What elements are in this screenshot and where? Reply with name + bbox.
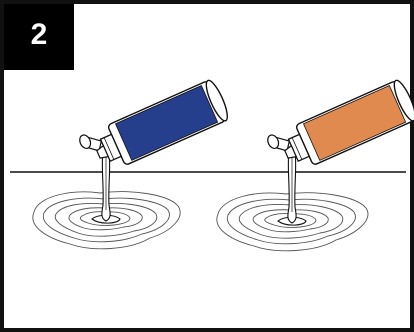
right-pour-group (217, 77, 414, 251)
left-pour-group (33, 77, 231, 249)
left-tube-icon (78, 77, 232, 178)
